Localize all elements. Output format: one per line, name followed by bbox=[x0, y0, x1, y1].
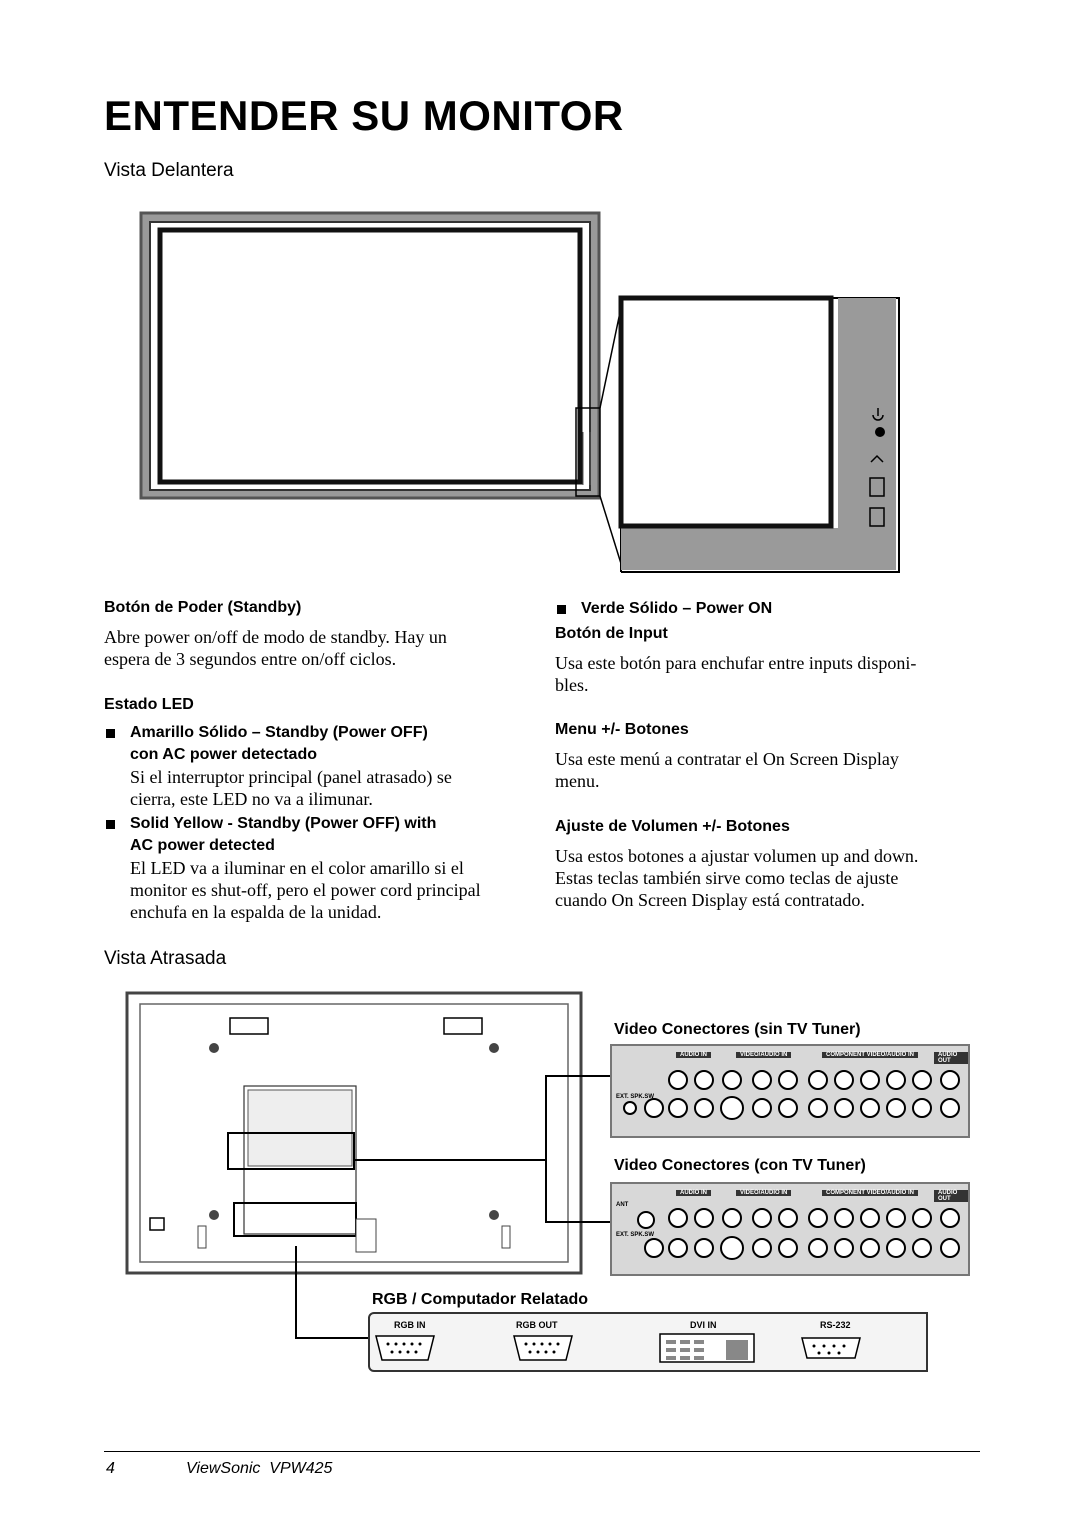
rgb-in-label: RGB IN bbox=[394, 1320, 426, 1330]
led-bullet3: Verde Sólido – Power ON bbox=[581, 600, 773, 617]
panel-header-video-audio-in: VIDEO/AUDIO IN bbox=[736, 1052, 792, 1058]
bullet-marker bbox=[106, 820, 115, 829]
connector-lines bbox=[295, 1075, 613, 1339]
rs232-label: RS-232 bbox=[820, 1320, 851, 1330]
connector-panel-tuner: AUDIO IN VIDEO/AUDIO IN COMPONENT VIDEO/… bbox=[610, 1182, 970, 1276]
power-button-heading: Botón de Poder (Standby) bbox=[104, 599, 302, 616]
input-button-text-2: bles. bbox=[555, 675, 589, 695]
ext-spk-label: EXT. SPK.SW bbox=[616, 1232, 655, 1238]
led-bullet2-text-3: enchufa en la espalda de la unidad. bbox=[130, 902, 382, 922]
menu-buttons-heading: Menu +/- Botones bbox=[555, 721, 689, 738]
jack-row bbox=[623, 1070, 960, 1120]
led-bullet1-title-2: con AC power detectado bbox=[130, 746, 317, 763]
input-button-text-1: Usa este botón para enchufar entre input… bbox=[555, 653, 917, 673]
rgb-connector-panel: RGB IN RGB OUT DVI IN RS-232 bbox=[368, 1312, 928, 1372]
panel-header-audio-out: AUDIO OUT bbox=[934, 1190, 968, 1202]
no-tuner-label: Video Conectores (sin TV Tuner) bbox=[614, 1021, 861, 1038]
page-title: ENTENDER SU MONITOR bbox=[104, 92, 624, 139]
jack-row bbox=[637, 1208, 960, 1260]
dvi-in-label: DVI IN bbox=[690, 1320, 717, 1330]
rgb-ports bbox=[375, 1333, 861, 1363]
front-view-heading: Vista Delantera bbox=[104, 160, 234, 181]
rgb-label: RGB / Computador Relatado bbox=[372, 1291, 589, 1308]
led-bullet1-text-2: cierra, este LED no va a ilimunar. bbox=[130, 789, 373, 809]
panel-header-component: COMPONENT VIDEO/AUDIO IN bbox=[822, 1190, 919, 1196]
led-bullet2-title-1: Solid Yellow - Standby (Power OFF) with bbox=[130, 815, 437, 832]
led-bullet1-text-1: Si el interruptor principal (panel atras… bbox=[130, 767, 452, 787]
ext-spk-label: EXT. SPK.SW bbox=[616, 1094, 655, 1100]
led-bullet2-title-2: AC power detected bbox=[130, 837, 275, 854]
menu-buttons-text-2: menu. bbox=[555, 771, 600, 791]
rgb-out-label: RGB OUT bbox=[516, 1320, 558, 1330]
volume-buttons-heading: Ajuste de Volumen +/- Botones bbox=[555, 818, 790, 835]
volume-buttons-text-1: Usa estos botones a ajustar volumen up a… bbox=[555, 846, 919, 866]
led-bullet2-text-2: monitor es shut-off, pero el power cord … bbox=[130, 880, 481, 900]
tuner-label: Video Conectores (con TV Tuner) bbox=[614, 1157, 866, 1174]
front-view-illustration bbox=[139, 211, 900, 573]
page-number: 4 bbox=[106, 1460, 115, 1477]
volume-buttons-text-2: Estas teclas también sirve como teclas d… bbox=[555, 868, 899, 888]
rear-view-heading: Vista Atrasada bbox=[104, 948, 227, 969]
ant-label: ANT bbox=[616, 1202, 629, 1208]
panel-header-audio-in: AUDIO IN bbox=[676, 1190, 711, 1196]
panel-header-component: COMPONENT VIDEO/AUDIO IN bbox=[822, 1052, 919, 1058]
led-status-heading: Estado LED bbox=[104, 696, 194, 713]
rear-view-illustration bbox=[125, 991, 583, 1275]
power-button-text-2: espera de 3 segundos entre on/off ciclos… bbox=[104, 649, 397, 669]
panel-header-audio-out: AUDIO OUT bbox=[934, 1052, 968, 1064]
input-button-heading: Botón de Input bbox=[555, 625, 668, 642]
bullet-marker bbox=[557, 605, 566, 614]
power-button-text-1: Abre power on/off de modo de standby. Ha… bbox=[104, 627, 447, 647]
footer-rule bbox=[104, 1451, 980, 1452]
bullet-marker bbox=[106, 729, 115, 738]
connector-panel-no-tuner: AUDIO IN VIDEO/AUDIO IN COMPONENT VIDEO/… bbox=[610, 1044, 970, 1138]
volume-buttons-text-3: cuando On Screen Display está contratado… bbox=[555, 890, 865, 910]
menu-buttons-text-1: Usa este menú a contratar el On Screen D… bbox=[555, 749, 899, 769]
panel-header-audio-in: AUDIO IN bbox=[676, 1052, 711, 1058]
led-bullet1-title-1: Amarillo Sólido – Standby (Power OFF) bbox=[130, 724, 428, 741]
panel-header-video-audio-in: VIDEO/AUDIO IN bbox=[736, 1190, 792, 1196]
footer-product: ViewSonic VPW425 bbox=[186, 1460, 333, 1477]
led-bullet2-text-1: El LED va a iluminar en el color amarill… bbox=[130, 858, 464, 878]
